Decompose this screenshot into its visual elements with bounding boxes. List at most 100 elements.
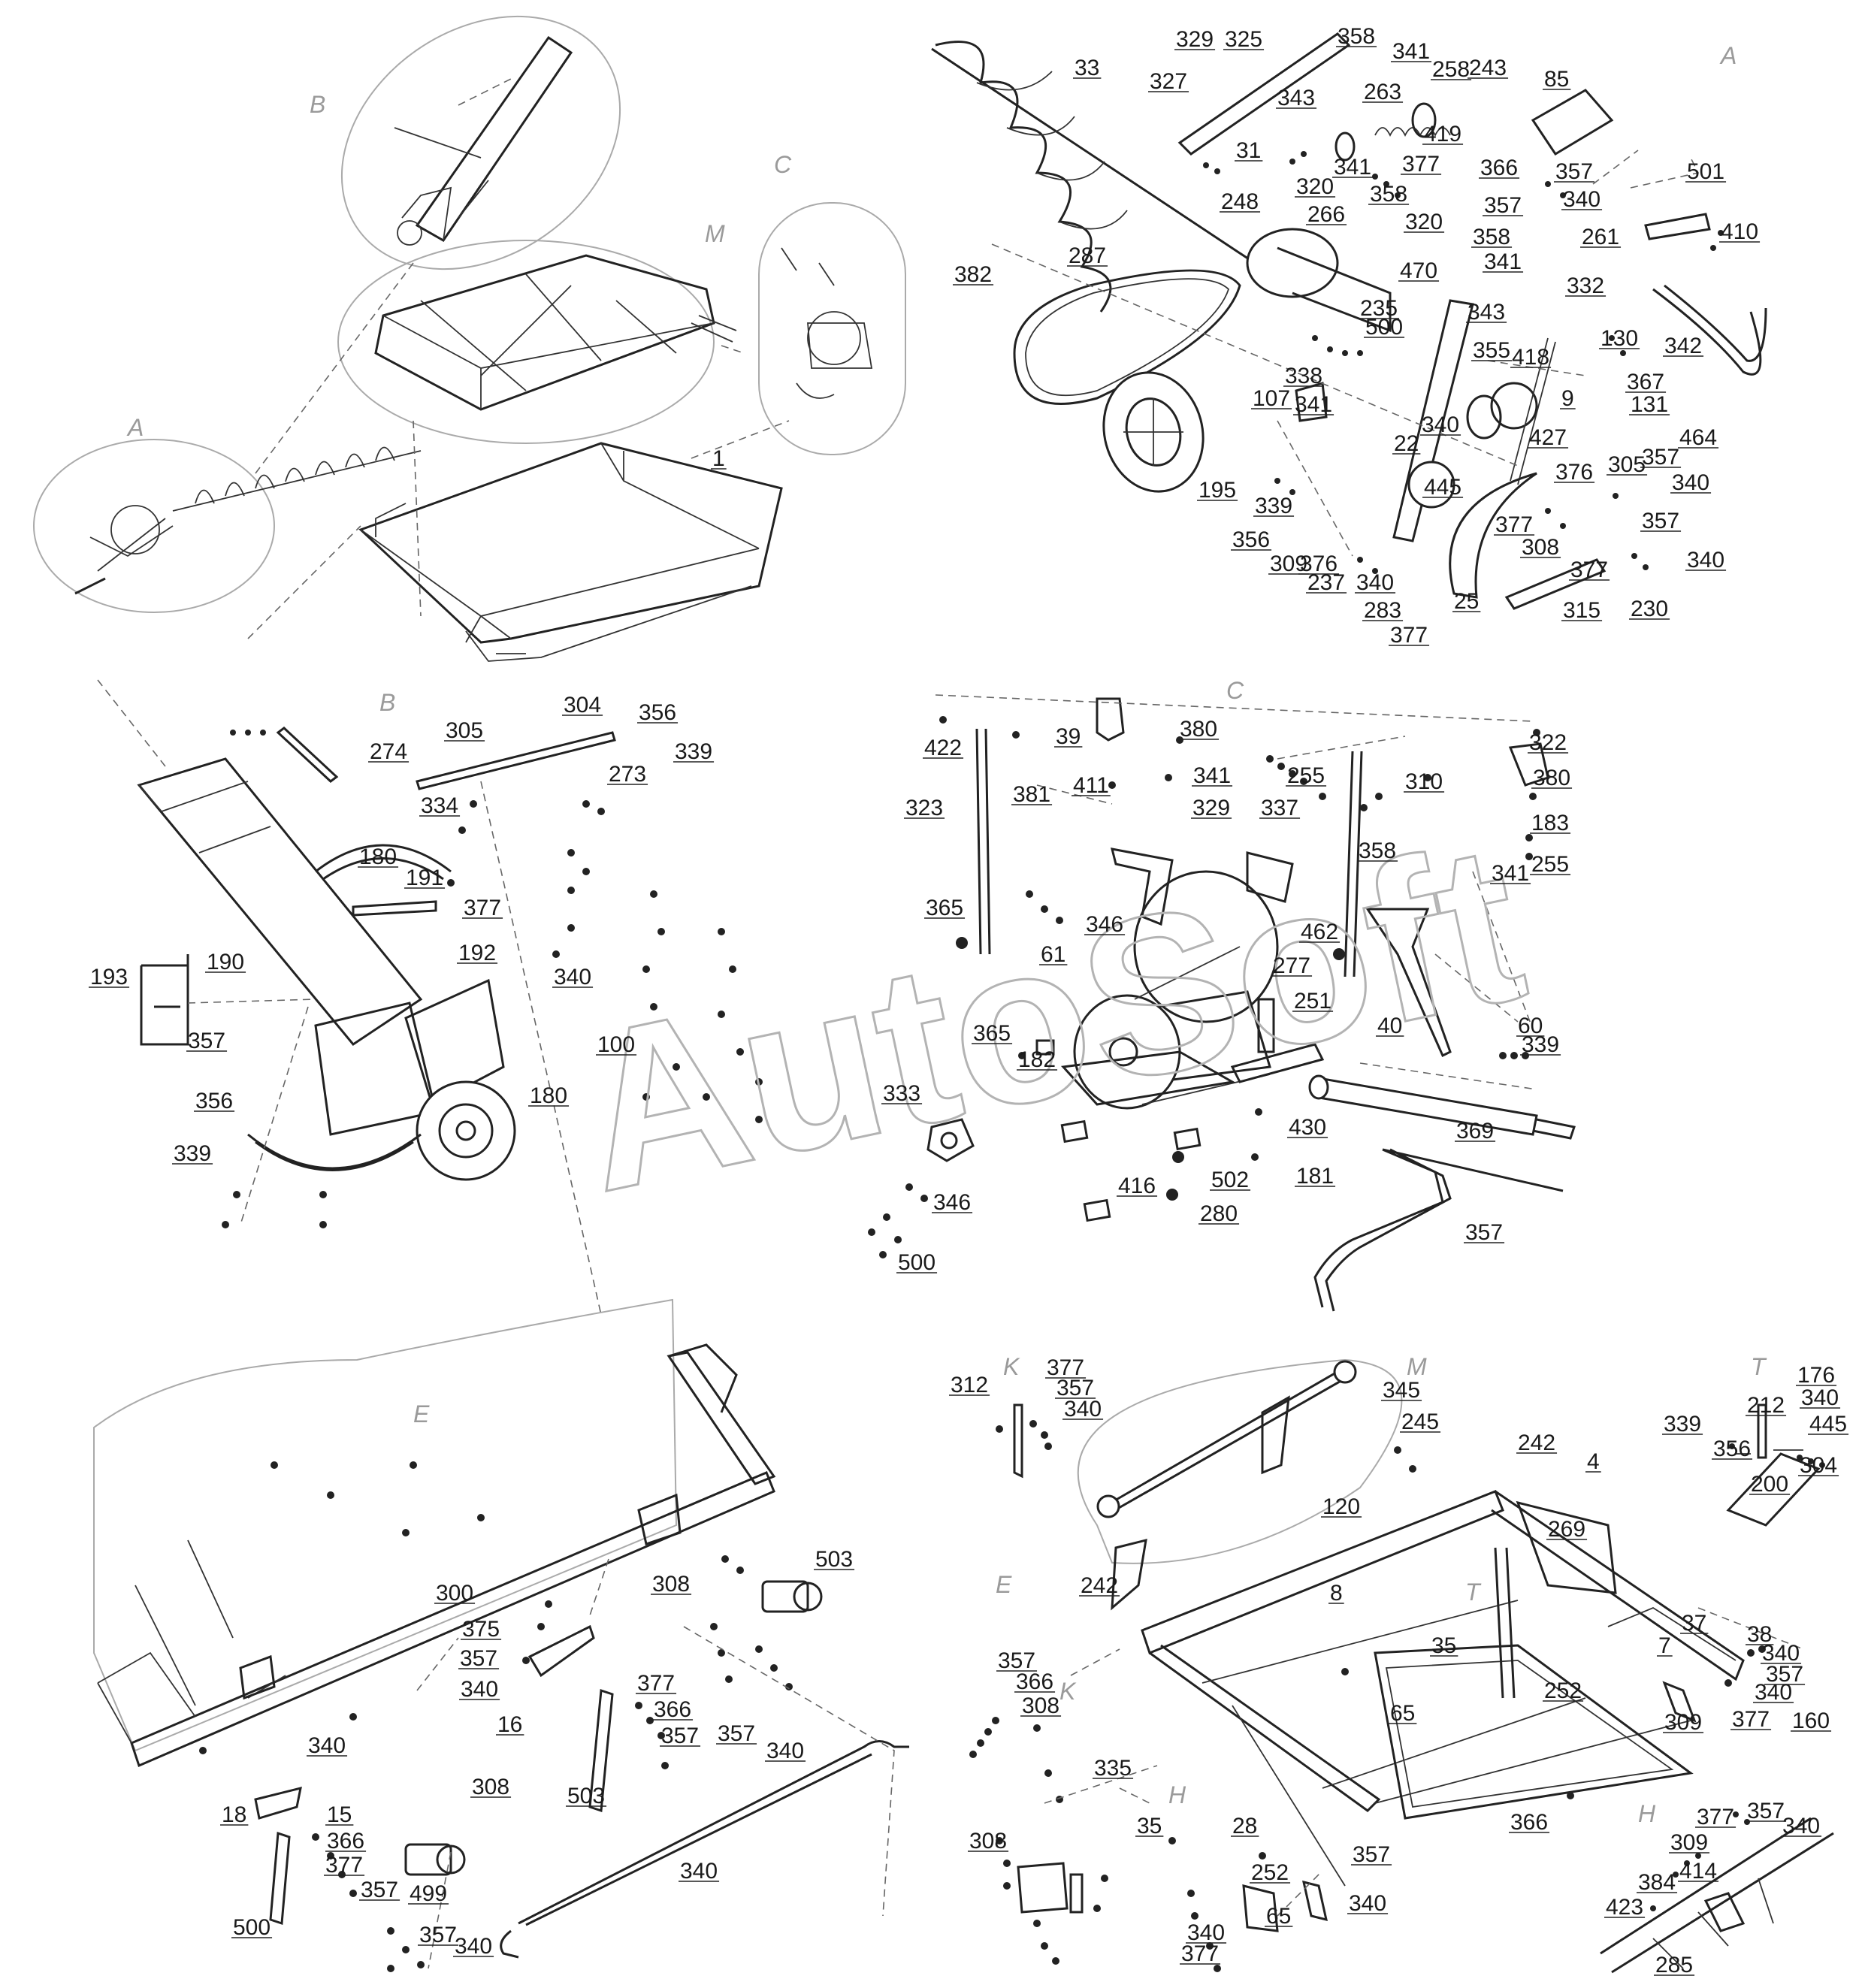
arm-22 [1392,299,1474,542]
plate-16 [527,1624,595,1678]
view-a-callout: 358 [1370,182,1407,207]
view-c-callout: 358 [1359,838,1396,863]
view-a-callout: 195 [1198,478,1236,503]
view-a-callout: 355 [1473,338,1510,363]
bracket-85 [1531,89,1614,156]
view-b-callout: 273 [609,762,646,787]
view-m-exploded [969,1358,1804,1972]
view-m-callout: 28 [1232,1814,1257,1838]
view-b-callout: 334 [421,793,458,818]
bubble-c [758,202,906,455]
view-a-callout: 343 [1467,300,1505,325]
plate-200 [1726,1452,1821,1527]
view-a-callout: 130 [1600,326,1638,351]
view-a-callout: 320 [1405,210,1443,234]
view-e-callout: 340 [455,1934,492,1959]
pin-182 [1257,998,1275,1053]
view-m-callout: 120 [1322,1494,1360,1519]
view-c-callout: 500 [898,1250,936,1275]
view-a-callout: 377 [1390,623,1428,648]
view-a-callout: 377 [1495,512,1533,537]
view-a-callout: 230 [1631,597,1668,621]
view-c-callout: 380 [1180,717,1217,742]
view-a-callout: 332 [1567,273,1604,298]
view-t-callout: 340 [1801,1385,1839,1410]
view-m-callout: 245 [1401,1409,1439,1434]
view-m-callout: 312 [951,1373,988,1397]
view-b-callout: 274 [370,739,407,764]
view-a-callout: 329 [1176,27,1214,52]
bubble-e-outline [93,1298,678,1752]
view-c-callout: 40 [1377,1014,1402,1038]
cylinder-502 [1313,1077,1538,1136]
view-e-callout: 18 [222,1802,246,1827]
view-h-callout: 377 [1697,1805,1734,1829]
view-a-callout: 356 [1232,527,1270,552]
guard-25 [1449,472,1537,599]
view-b-callout: 192 [458,941,496,965]
view-e-callout: 340 [308,1733,346,1758]
view-m-callout: 366 [1016,1669,1053,1694]
hoses-500-c [1313,1148,1564,1312]
view-c-callout: 416 [1118,1174,1156,1198]
view-c-callout: 381 [1013,782,1050,807]
view-a-callout: 261 [1582,225,1619,249]
view-a-callout: 501 [1687,159,1724,184]
view-a-callout: 357 [1484,193,1522,218]
view-m-callout: 7 [1658,1633,1671,1658]
frame-m-main [1141,1490,1504,1654]
view-a-callout: 283 [1364,598,1401,623]
view-c-callout: 60 [1518,1014,1543,1038]
view-m-callout: 8 [1330,1581,1343,1606]
view-e-callout: 377 [325,1853,363,1878]
overview-letter: C [774,151,792,178]
view-a-callout: 357 [1555,159,1593,184]
view-h-callout: 384 [1638,1870,1676,1895]
view-m-callout: 377 [1047,1355,1084,1380]
view-a-callout: 340 [1687,548,1724,573]
view-a-callout: 377 [1402,152,1440,177]
view-c-callout: 39 [1056,724,1081,749]
overview-letter: B [310,91,325,118]
view-a-callout: 343 [1277,86,1315,110]
arm-18 [588,1688,614,1813]
view-c-callout: 280 [1200,1201,1238,1226]
view-b-callout: 305 [446,718,483,743]
view-a-callout: 358 [1338,24,1375,49]
view-m-callout: 160 [1792,1709,1830,1733]
view-a-callout: 341 [1334,155,1371,180]
view-e-exploded [93,1298,909,1972]
view-m-callout: 269 [1548,1517,1585,1542]
view-b-hardware [222,730,763,1228]
hopper-body [358,442,783,644]
view-t-callout: 176 [1797,1363,1835,1388]
hose-500-e [500,1740,909,1959]
view-a-callout: 366 [1480,156,1518,180]
bracket-308-e [239,1493,682,1700]
arm-499 [269,1831,291,1926]
view-a-callout: 377 [1570,557,1608,582]
view-a-callout: 327 [1150,69,1187,94]
view-b-title: B [379,689,395,716]
view-m-callout: 345 [1383,1378,1420,1403]
motor-503 [404,1580,823,1876]
view-e-callout: 15 [327,1802,352,1827]
elevator-box-100 [404,978,505,1107]
view-b-callout: 191 [406,866,443,890]
view-a-callout: 315 [1563,598,1600,623]
view-e-callout: 357 [718,1721,755,1746]
plate-15 [254,1786,302,1820]
view-b-callout: 340 [554,965,591,989]
view-e-callout: 377 [637,1671,675,1696]
bracket-65-left [1017,1862,1069,1914]
view-a-callout: 305 [1608,452,1646,477]
view-a-callout: 367 [1627,370,1664,394]
view-a-callout: 308 [1522,535,1559,560]
sprocket-100 [416,1080,516,1181]
view-c-callout: 337 [1261,796,1298,820]
view-h-exploded [1600,1811,1834,1974]
view-e-callout: 499 [410,1881,447,1906]
belt-470 [1013,269,1241,405]
view-c-callout: 411 [1073,773,1109,798]
view-c-callout: 181 [1296,1164,1334,1189]
